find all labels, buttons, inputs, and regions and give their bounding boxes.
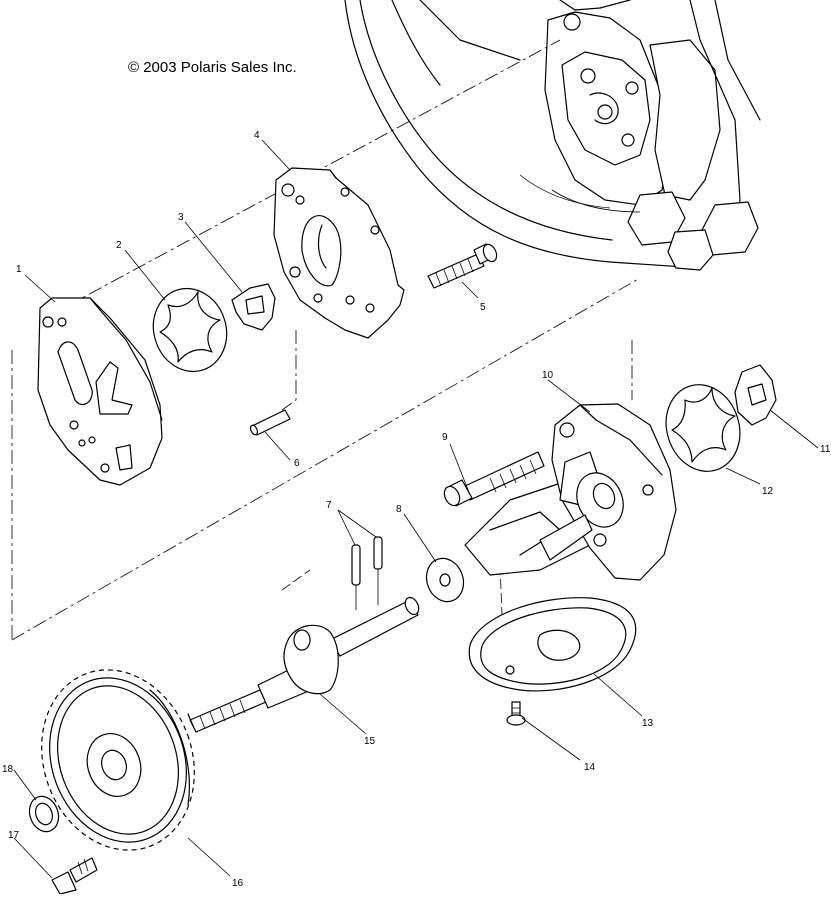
part-11-inner-rotor [734, 364, 777, 426]
callout-12: 12 [762, 486, 774, 497]
callout-15: 15 [364, 736, 376, 747]
part-16-drive-gear [41, 669, 195, 851]
callout-2: 2 [116, 240, 122, 251]
part-12-outer-rotor [665, 384, 741, 472]
part-10-pump-housing [464, 403, 677, 581]
callout-6: 6 [294, 458, 300, 469]
callout-1: 1 [16, 264, 22, 275]
part-5-screw [427, 243, 498, 289]
part-18-seal [28, 795, 60, 833]
callout-3: 3 [178, 212, 184, 223]
part-7-pins [351, 536, 383, 610]
part-17-bolt [51, 857, 98, 895]
part-13-pickup-screen [468, 597, 637, 692]
part-14-screw [506, 701, 526, 726]
alignment-lines [11, 39, 641, 691]
leader-lines [13, 139, 819, 879]
engine-case [344, 0, 761, 271]
callout-10: 10 [542, 370, 554, 381]
callout-8: 8 [396, 504, 402, 515]
part-2-outer-rotor [152, 287, 228, 373]
part-1-pump-body [37, 297, 163, 486]
callout-17: 17 [8, 830, 20, 841]
copyright-notice: © 2003 Polaris Sales Inc. [128, 59, 297, 76]
callout-11: 11 [820, 444, 831, 455]
part-3-inner-rotor [231, 283, 276, 331]
callout-14: 14 [584, 762, 596, 773]
callout-9: 9 [442, 432, 448, 443]
callout-16: 16 [232, 878, 244, 889]
callout-4: 4 [254, 130, 260, 141]
part-15-pump-shaft [187, 596, 420, 733]
callout-13: 13 [642, 718, 654, 729]
callout-numbers: 1 2 3 4 5 6 7 8 9 10 11 12 13 14 15 16 1… [2, 130, 831, 889]
part-9-bolt [443, 451, 545, 507]
callout-7: 7 [326, 500, 332, 511]
part-6-dowel-pin [249, 409, 291, 436]
part-4-pump-plate [273, 167, 405, 339]
part-8-washer [425, 557, 465, 603]
callout-18: 18 [2, 764, 14, 775]
callout-5: 5 [480, 302, 486, 313]
